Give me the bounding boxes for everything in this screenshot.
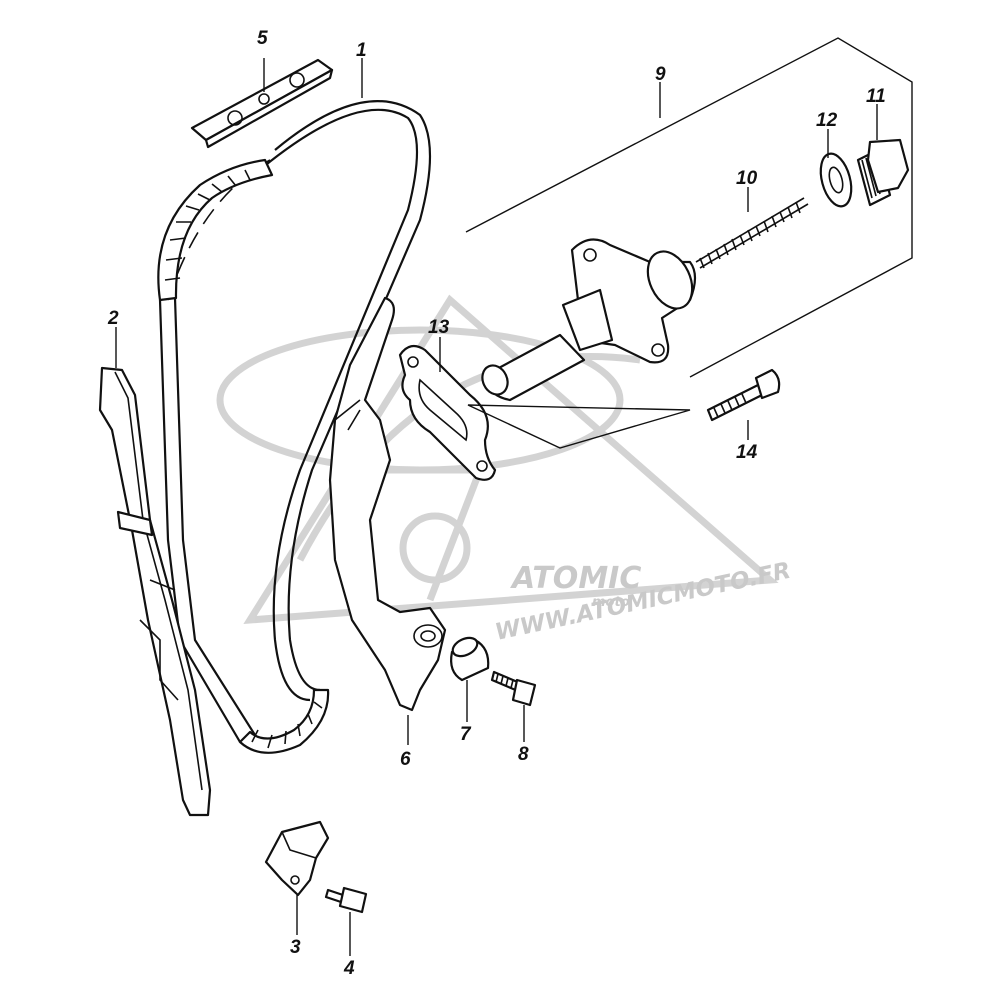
part-9-tensioner-body — [481, 238, 697, 402]
part-4-bolt — [324, 886, 368, 914]
tensioner-assembly-box — [465, 37, 913, 449]
callout-5: 5 — [257, 28, 268, 49]
part-7-bushing — [450, 636, 490, 682]
part-5-guide-plate — [190, 58, 334, 149]
part-3-bracket — [264, 820, 330, 897]
callout-2: 2 — [107, 308, 119, 329]
part-10-spring — [695, 197, 809, 269]
callout-3: 3 — [290, 937, 301, 958]
part-1-cam-chain — [157, 99, 432, 754]
watermark-logo — [216, 294, 779, 625]
part-12-washer — [819, 152, 853, 208]
callout-14: 14 — [736, 442, 758, 463]
part-6-tensioner-arm — [328, 296, 447, 712]
part-14-bolt — [706, 368, 781, 422]
leader-lines — [115, 58, 878, 956]
callout-11: 11 — [866, 86, 886, 107]
watermark-logo-subtext: moto — [592, 595, 630, 610]
part-11-cap-bolt — [856, 138, 910, 207]
part-8-bolt — [490, 670, 537, 707]
callout-10: 10 — [736, 168, 758, 189]
callout-6: 6 — [400, 749, 411, 770]
callout-8: 8 — [518, 744, 529, 765]
callout-4: 4 — [343, 958, 355, 979]
callout-13: 13 — [428, 317, 450, 338]
callout-12: 12 — [816, 110, 838, 131]
part-2-chain-guide — [98, 366, 212, 817]
watermark-logo-text: ATOMIC — [510, 561, 641, 596]
callout-7: 7 — [460, 724, 472, 745]
part-13-gasket — [398, 344, 497, 481]
callout-9: 9 — [655, 64, 666, 85]
callout-labels: 5 1 2 9 10 12 11 13 14 6 7 8 3 4 — [107, 28, 886, 979]
callout-1: 1 — [356, 40, 367, 61]
